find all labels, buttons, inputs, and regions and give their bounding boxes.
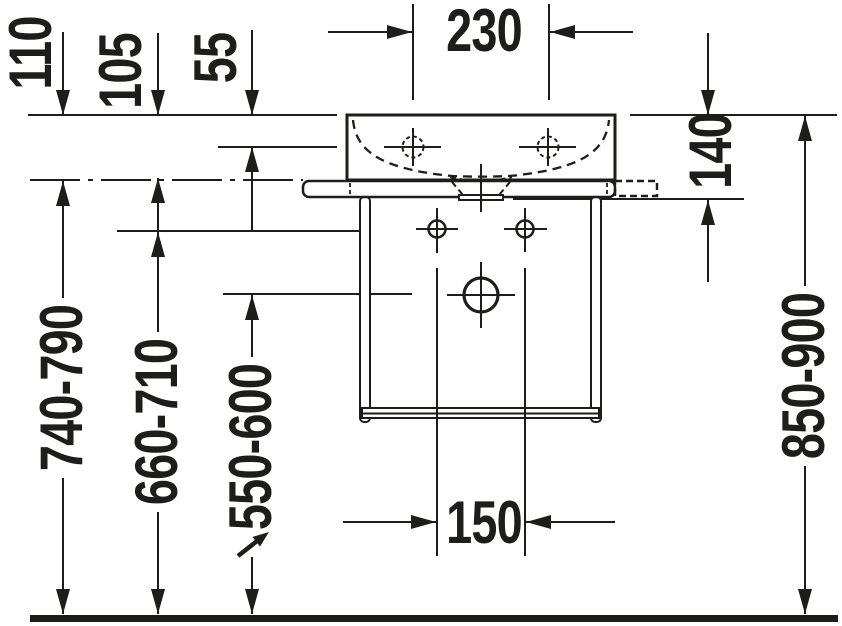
console-leg-right: [590, 196, 602, 423]
dim-rim-to-tap-level: 55: [182, 32, 249, 84]
dimension-arrowheads: [56, 25, 812, 614]
dim-tap-hole-distance: 230: [446, 0, 523, 64]
dim-fixing-holes-height-range: 660-710: [123, 338, 190, 506]
reference-lines: [28, 114, 837, 295]
console-plate-hidden-part: [613, 179, 659, 198]
dim-rim-to-console-top: 105: [87, 33, 154, 109]
console-frame: [359, 196, 602, 423]
fixing-holes: [416, 208, 547, 253]
dim-drain-height-range: 550-600: [217, 363, 284, 531]
dim-rim-to-console-bottom: 140: [677, 113, 744, 189]
dim-basin-bottom-height-range: 740-790: [28, 304, 95, 472]
console-leg-left: [359, 196, 371, 423]
dim-fixing-hole-distance: 150: [446, 489, 523, 556]
adjustability-arrow-icon: [236, 532, 269, 558]
dim-rim-to-basin-bottom: 110: [0, 16, 64, 90]
drain-pipe-hole: [447, 262, 515, 328]
tap-holes: [384, 128, 576, 166]
drain: [449, 164, 513, 212]
dim-rim-height-range: 850-900: [770, 292, 837, 460]
floor-line: [30, 615, 838, 622]
